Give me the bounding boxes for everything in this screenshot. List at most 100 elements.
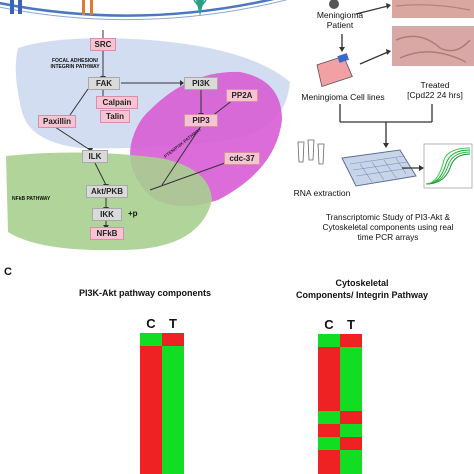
right-heatmap-cell	[340, 398, 362, 412]
right-heatmap-cell	[318, 463, 340, 474]
node-src: SRC	[90, 38, 116, 51]
workflow-graphics	[297, 0, 474, 189]
left-heatmap-cell	[140, 459, 162, 472]
right-heatmap-cell	[340, 450, 362, 464]
right-heatmap-cell	[318, 398, 340, 412]
left-heatmap-cell	[140, 345, 162, 359]
left-heatmap-cell	[140, 370, 162, 384]
right-heatmap-cell	[318, 450, 340, 464]
left-heatmap-cell	[162, 408, 184, 422]
node-nfkb: NFkB	[90, 227, 124, 240]
nfkb-region	[6, 152, 212, 251]
node-pip3: PIP3	[184, 114, 218, 127]
left-heatmap-cell	[140, 433, 162, 447]
study-caption: Transcriptomic Study of PI3-Akt & Cytosk…	[302, 212, 474, 242]
pathway-diagram	[0, 0, 290, 251]
receptor-middle-icon	[82, 0, 93, 15]
panel-c-letter: C	[4, 266, 12, 278]
node-cdc37: cdc-37	[224, 152, 260, 165]
node-ikk: IKK	[92, 208, 122, 221]
right-heatmap-title: Cytoskeletal Components/ Integrin Pathwa…	[262, 277, 462, 301]
left-heatmap-cell	[140, 358, 162, 372]
left-col-c: C	[146, 316, 156, 331]
amplification-plot-icon	[423, 143, 473, 189]
right-heatmap-cell	[340, 424, 362, 438]
right-heatmap-cell	[318, 411, 340, 425]
cell-membrane	[0, 0, 275, 17]
right-heatmap-cell	[318, 334, 340, 348]
study-caption-line2: Cytoskeletal components using real	[322, 222, 454, 232]
right-heatmap-cell	[340, 346, 362, 361]
left-heatmap-cell	[140, 471, 162, 474]
left-heatmap-cell	[162, 396, 184, 409]
node-talin: Talin	[100, 110, 130, 123]
right-heatmap-cell	[318, 359, 340, 374]
right-heatmap-cell	[318, 346, 340, 361]
left-col-t: T	[169, 316, 177, 331]
left-heatmap-cell	[140, 383, 162, 397]
node-ilk: ILK	[82, 150, 108, 163]
flask-icon	[316, 53, 353, 87]
nfkb-pathway-label: NFkB PATHWAY	[12, 196, 51, 202]
node-pp2a: PP2A	[226, 89, 258, 102]
left-heatmap-title: PI3K-Akt pathway components	[78, 288, 212, 298]
right-heatmap-cell	[340, 437, 362, 451]
receptor-right-icon	[193, 0, 207, 16]
right-heatmap-cell	[318, 437, 340, 451]
focal-adhesion-label-line2: INTEGRIN PATHWAY	[50, 64, 100, 70]
patient-label-line1: Meningioma	[316, 10, 364, 20]
treated-label: Treated [Cpd22 24 hrs]	[394, 80, 474, 100]
left-heatmap-cell	[162, 421, 184, 435]
left-heatmap-cell	[162, 370, 184, 384]
right-heatmap-cell	[340, 334, 362, 348]
receptor-left-icon	[10, 0, 22, 14]
left-heatmap-cell	[162, 459, 184, 472]
left-heatmap-cell	[162, 345, 184, 359]
left-heatmap-cell	[140, 408, 162, 422]
right-heatmap-title-line1: Cytoskeletal	[335, 278, 389, 288]
focal-adhesion-label: FOCAL ADHESION/ INTEGRIN PATHWAY	[36, 58, 114, 70]
patient-icon	[329, 0, 339, 9]
left-heatmap-cell	[162, 383, 184, 397]
node-fak: FAK	[88, 77, 120, 90]
study-caption-line1: Transcriptomic Study of PI3-Akt &	[325, 212, 451, 222]
left-heatmap-cell	[162, 446, 184, 460]
left-heatmap-cell	[162, 333, 184, 346]
left-heatmap-cell	[140, 333, 162, 346]
node-paxillin: Paxillin	[38, 115, 76, 128]
left-heatmap-cell	[162, 358, 184, 372]
right-col-t: T	[347, 317, 355, 332]
left-heatmap-cell	[140, 421, 162, 435]
left-heatmap-cell	[162, 471, 184, 474]
right-col-c: C	[324, 317, 334, 332]
right-heatmap-cell	[340, 463, 362, 474]
cell-lines-label: Meningioma Cell lines	[301, 92, 385, 102]
node-pi3k: PI3K	[184, 77, 218, 90]
left-heatmap-cell	[140, 446, 162, 460]
right-heatmap-cell	[340, 385, 362, 399]
focal-adhesion-label-line1: FOCAL ADHESION/	[51, 58, 99, 64]
right-heatmap-cell	[340, 359, 362, 374]
right-heatmap-cell	[318, 372, 340, 386]
rna-extraction-label: RNA extraction	[293, 188, 351, 198]
node-akt: Akt/PKB	[86, 185, 128, 198]
treated-label-line2: [Cpd22 24 hrs]	[407, 90, 463, 100]
node-calpain: Calpain	[96, 96, 138, 109]
left-heatmap-cell	[140, 396, 162, 409]
cell-membrane-inner	[0, 0, 287, 21]
left-heatmap-cell	[162, 433, 184, 447]
study-caption-line3: time PCR arrays	[357, 232, 419, 242]
pcr-plate-icon	[341, 149, 417, 187]
pathway-arrows	[54, 30, 234, 226]
right-heatmap-cell	[318, 424, 340, 438]
right-heatmap-cell	[318, 385, 340, 399]
right-heatmap-cell	[340, 372, 362, 386]
right-heatmap-cell	[340, 411, 362, 425]
patient-label-line2: Patient	[326, 20, 354, 30]
treated-label-line1: Treated	[420, 80, 450, 90]
plus-p-label: +p	[128, 209, 138, 218]
patient-label: Meningioma Patient	[312, 10, 368, 30]
right-heatmap-title-line2: Components/ Integrin Pathway	[295, 290, 428, 300]
rna-tubes-icon	[297, 139, 325, 165]
